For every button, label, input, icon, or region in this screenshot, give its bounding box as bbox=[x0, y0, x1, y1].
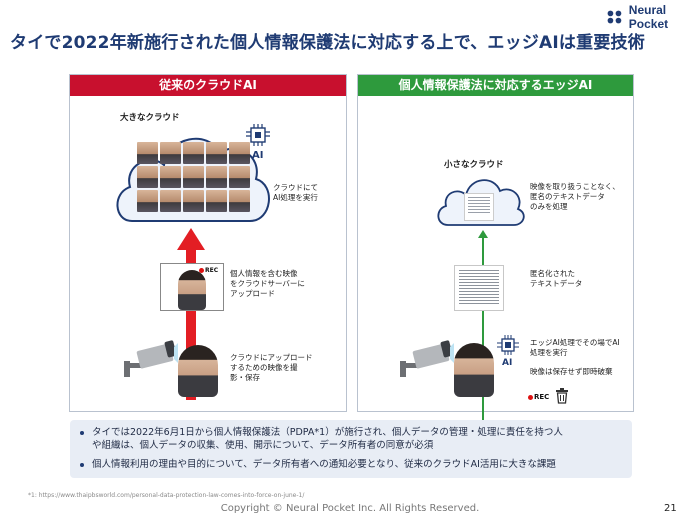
edge-camera-icon bbox=[400, 340, 454, 377]
edge-person-photo bbox=[454, 343, 494, 397]
upload-frame: REC bbox=[160, 263, 224, 311]
rec-indicator: REC bbox=[199, 267, 218, 274]
edge-ai-panel: 個人情報保護法に対応するエッジAI 小さなクラウド 映像を取り扱うことなく、 匿… bbox=[357, 74, 634, 422]
face-image bbox=[183, 190, 204, 212]
bullet-item: タイでは2022年6月1日から個人情報保護法（PDPA*1）が施行され、個人デー… bbox=[80, 426, 563, 439]
copyright: Copyright © Neural Pocket Inc. All Right… bbox=[220, 503, 480, 514]
anonymized-text-doc bbox=[454, 265, 504, 311]
face-grid bbox=[137, 142, 250, 212]
face-image bbox=[160, 142, 181, 164]
face-image bbox=[229, 190, 250, 212]
camera-caption: クラウドにアップロード するための映像を撮 影・保存 bbox=[230, 353, 313, 382]
person-photo bbox=[178, 345, 218, 397]
edge-rec-indicator: REC bbox=[528, 393, 549, 401]
cloud-ai-panel-heading: 従来のクラウドAI bbox=[70, 75, 346, 96]
bullet-dot-icon bbox=[80, 430, 84, 435]
cloud-ai-label: AI bbox=[252, 150, 264, 161]
bullet-dot-icon bbox=[80, 462, 84, 467]
discard-caption: 映像は保存せず即時破棄 bbox=[530, 367, 613, 376]
brand-name: Neural Pocket bbox=[628, 3, 669, 31]
ai-chip-icon bbox=[246, 124, 270, 146]
edge-ai-panel-heading: 個人情報保護法に対応するエッジAI bbox=[358, 75, 633, 96]
footnote: *1: https://www.thaipbsworld.com/persona… bbox=[28, 492, 305, 499]
page-number: 21 bbox=[664, 503, 677, 514]
anonymized-text-caption: 匿名化された テキストデータ bbox=[530, 269, 583, 288]
cloud-ai-panel: 従来のクラウドAI 大きなクラウド AI クラウドにて AI処理を実行 REC … bbox=[69, 74, 347, 412]
big-cloud-label: 大きなクラウド bbox=[120, 113, 180, 123]
edge-ai-label: AI bbox=[502, 358, 513, 368]
logo-mark-icon bbox=[607, 10, 622, 24]
bullet-item: 個人情報利用の理由や目的について、データ所有者への通知必要となり、従来のクラウド… bbox=[80, 458, 556, 471]
edge-ai-chip-icon bbox=[497, 335, 519, 355]
face-image bbox=[183, 142, 204, 164]
face-image bbox=[137, 190, 158, 212]
trash-icon bbox=[556, 388, 568, 404]
cloud-caption: クラウドにて AI処理を実行 bbox=[273, 183, 318, 202]
face-image bbox=[137, 166, 158, 188]
brand-logo: Neural Pocket bbox=[606, 3, 700, 31]
edge-caption: エッジAI処理でその場でAI 処理を実行 bbox=[530, 338, 620, 357]
person-image bbox=[178, 270, 206, 310]
face-image bbox=[206, 166, 227, 188]
security-camera-icon bbox=[124, 340, 178, 377]
text-upload-arrow-icon bbox=[478, 230, 488, 422]
page-title: タイで2022年新施行された個人情報保護法に対応する上で、エッジAIは重要技術 bbox=[10, 33, 645, 53]
bullet-item-continuation: や組織は、個人データの収集、使用、開示について、データ所有者の同意が必須 bbox=[92, 440, 434, 451]
face-image bbox=[206, 190, 227, 212]
upload-arrow-icon bbox=[177, 228, 205, 400]
summary-box: タイでは2022年6月1日から個人情報保護法（PDPA*1）が施行され、個人デー… bbox=[70, 420, 632, 478]
small-cloud-label: 小さなクラウド bbox=[444, 160, 504, 170]
face-image bbox=[137, 142, 158, 164]
face-image bbox=[229, 142, 250, 164]
small-cloud-caption: 映像を取り扱うことなく、 匿名のテキストデータ のみを処理 bbox=[530, 182, 620, 211]
text-doc-icon bbox=[464, 193, 494, 221]
face-image bbox=[229, 166, 250, 188]
face-image bbox=[183, 166, 204, 188]
face-image bbox=[160, 190, 181, 212]
upload-caption: 個人情報を含む映像 をクラウドサーバーに アップロード bbox=[230, 269, 305, 298]
face-image bbox=[160, 166, 181, 188]
face-image bbox=[206, 142, 227, 164]
